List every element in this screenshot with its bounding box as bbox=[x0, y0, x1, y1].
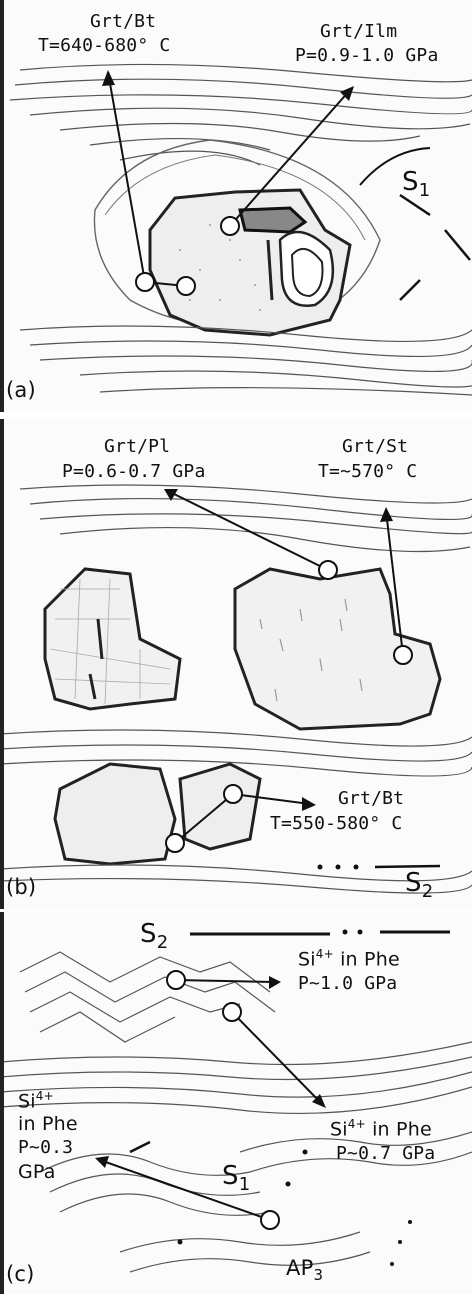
panel-c-s1-label: S1 bbox=[222, 1162, 250, 1196]
panel-c-left-annot-line1: Si4+ bbox=[18, 1090, 54, 1113]
panel-c-mid-annot-line2: P~0.7 GPa bbox=[336, 1144, 435, 1165]
panel-b-garnet-left bbox=[45, 569, 180, 709]
panel-b-bottom-mineral: Grt/Bt bbox=[338, 789, 404, 810]
panel-a-left-mineral: Grt/Bt bbox=[90, 12, 156, 33]
panel-a-left-value: T=640-680° C bbox=[38, 36, 170, 57]
panel-c-top-annot-line2: P~1.0 GPa bbox=[298, 974, 397, 995]
panel-c-folded-foliation bbox=[0, 952, 472, 1272]
panel-a: Grt/Bt T=640-680° C Grt/Ilm P=0.9-1.0 GP… bbox=[0, 0, 472, 412]
panel-a-right-value: P=0.9-1.0 GPa bbox=[295, 46, 438, 67]
panel-c-drawing bbox=[0, 912, 472, 1294]
panel-c-label: (c) bbox=[6, 1262, 35, 1286]
panel-b-bottom-value: T=550-580° C bbox=[270, 814, 402, 835]
panel-c-left-annot-line4: GPa bbox=[18, 1162, 56, 1184]
panel-a-right-mineral: Grt/Ilm bbox=[320, 22, 397, 43]
panel-b-right-mineral: Grt/St bbox=[342, 437, 408, 458]
panel-c-s2-label: S2 bbox=[140, 920, 168, 954]
panel-a-label: (a) bbox=[6, 378, 36, 402]
panel-a-foliation-bottom bbox=[20, 326, 472, 395]
panel-a-s1-label: S1 bbox=[402, 168, 430, 202]
panel-b-drawing bbox=[0, 419, 472, 909]
panel-b-left-mineral: Grt/Pl bbox=[104, 437, 170, 458]
panel-b-label: (b) bbox=[6, 875, 36, 899]
panel-b-foliation-top bbox=[20, 485, 472, 552]
panel-b-garnet-lower-right bbox=[180, 764, 260, 849]
panel-b: Grt/Pl P=0.6-0.7 GPa Grt/St T=~570° C Gr… bbox=[0, 419, 472, 909]
panel-c: S2 Si4+ in Phe P~1.0 GPa Si4+ in Phe P~0… bbox=[0, 912, 472, 1294]
panel-c-top-annot-line1: Si4+ in Phe bbox=[298, 948, 400, 971]
panel-b-left-value: P=0.6-0.7 GPa bbox=[62, 462, 205, 483]
panel-c-mid-annot-line1: Si4+ in Phe bbox=[330, 1118, 432, 1141]
panel-c-left-annot-line2: in Phe bbox=[18, 1114, 78, 1136]
panel-b-s2-label: S2 bbox=[405, 869, 433, 903]
panel-b-right-value: T=~570° C bbox=[318, 462, 417, 483]
panel-b-foliation-bottom bbox=[0, 865, 472, 893]
panel-a-s1-trace bbox=[400, 195, 470, 260]
panel-b-garnet-lower-left bbox=[55, 764, 175, 864]
panel-c-left-annot-line3: P~0.3 bbox=[18, 1138, 73, 1159]
panel-c-s1-trace bbox=[130, 1142, 150, 1152]
panel-a-foliation-top bbox=[10, 64, 472, 165]
panel-a-ilmenite-inclusion bbox=[240, 208, 305, 232]
panel-b-s2-trace bbox=[318, 865, 359, 870]
panel-c-ap3-label: AP3 bbox=[286, 1256, 323, 1284]
